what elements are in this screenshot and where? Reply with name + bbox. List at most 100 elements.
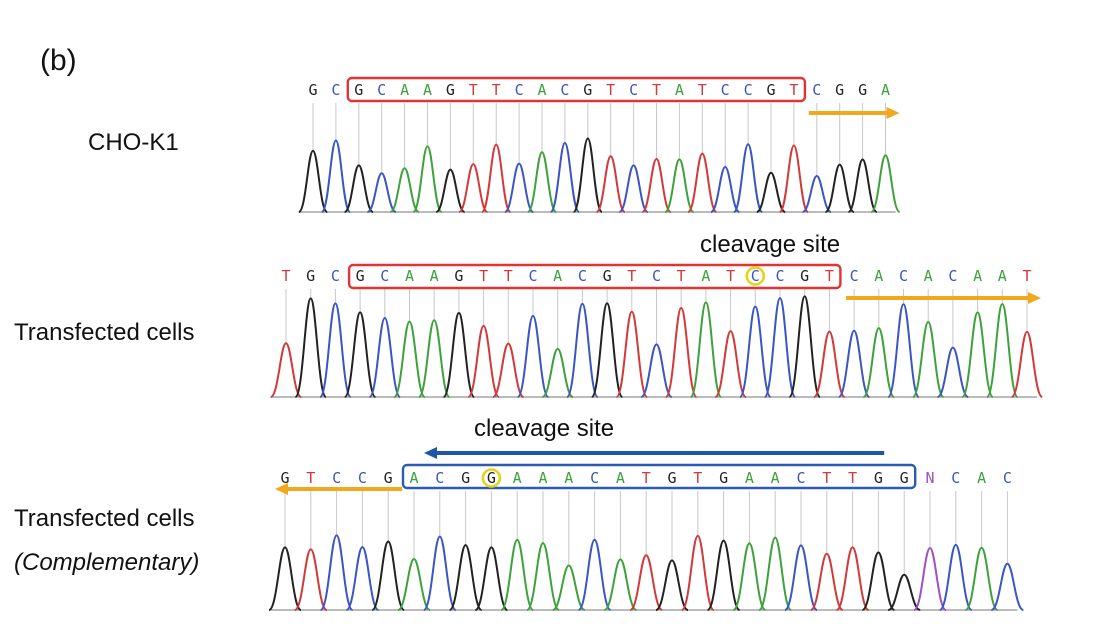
trace-curves xyxy=(268,534,1024,611)
base-call-letter: C xyxy=(1003,469,1012,487)
trace-peak xyxy=(847,158,878,213)
track-label-cho-k1: CHO-K1 xyxy=(88,129,179,156)
target-box-group xyxy=(346,76,807,103)
base-call-letter: T xyxy=(652,81,661,99)
base-call-letter: C xyxy=(578,267,587,285)
base-call-letter: G xyxy=(835,81,844,99)
trace-peak xyxy=(516,314,550,398)
base-call-letter: C xyxy=(380,267,389,285)
base-call-letter: G xyxy=(461,469,470,487)
trace-peak xyxy=(293,548,328,611)
trace-peak xyxy=(809,552,844,611)
trace-peak xyxy=(345,546,380,611)
trace-peak xyxy=(448,544,483,611)
trace-curves xyxy=(269,295,1044,398)
base-call-letter: A xyxy=(538,469,547,487)
base-call-letter: G xyxy=(719,469,728,487)
base-call-letter: N xyxy=(925,469,934,487)
cut-annotation: cleavage site xyxy=(474,415,614,442)
base-call-letter: A xyxy=(616,469,625,487)
base-call-letter: C xyxy=(435,469,444,487)
trace-peak xyxy=(590,302,624,398)
base-call-letter: T xyxy=(642,469,651,487)
cleavage-site-label: cleavage site xyxy=(700,231,840,258)
base-call-letter: C xyxy=(515,81,524,99)
base-call-letter: C xyxy=(629,81,638,99)
trace-peak xyxy=(938,543,973,611)
base-call-letter: A xyxy=(675,81,684,99)
base-call-letter: G xyxy=(354,81,363,99)
base-call-letter: C xyxy=(951,469,960,487)
trace-peak xyxy=(422,535,457,611)
base-call-letter: C xyxy=(850,267,859,285)
target-box-group xyxy=(401,463,917,490)
track-label-complementary-sub: (Complementary) xyxy=(14,549,199,576)
trace-peak xyxy=(629,554,664,611)
trace-peak xyxy=(835,546,870,611)
trace-peak xyxy=(763,297,797,398)
trace-peak xyxy=(371,540,406,611)
base-call-letter: G xyxy=(603,267,612,285)
base-call-letter: C xyxy=(744,81,753,99)
base-call-letter: T xyxy=(848,469,857,487)
track-label-transfected: Transfected cells xyxy=(14,319,195,346)
base-call-letter: T xyxy=(492,81,501,99)
base-call-letter: C xyxy=(948,267,957,285)
base-call-letter: C xyxy=(812,81,821,99)
base-call-letter: A xyxy=(553,267,562,285)
trace-peak xyxy=(492,342,525,398)
trace-peak xyxy=(862,327,896,398)
trace-peak xyxy=(739,305,772,398)
base-call-letter: C xyxy=(331,81,340,99)
base-call-letter: G xyxy=(446,81,455,99)
base-call-letter: G xyxy=(900,469,909,487)
trace-peak xyxy=(837,329,871,398)
trace-peak xyxy=(870,154,901,213)
trace-peak xyxy=(714,330,747,398)
base-call-letter: T xyxy=(825,267,834,285)
trace-peak xyxy=(320,139,352,213)
trace-peak xyxy=(458,163,489,213)
base-call-letter: G xyxy=(766,81,775,99)
trace-peak xyxy=(913,547,947,611)
guide-lines xyxy=(312,103,886,176)
trace-peak xyxy=(936,346,970,398)
orange-arrow-group xyxy=(808,107,900,119)
base-call-letter: T xyxy=(479,267,488,285)
trace-peak xyxy=(368,317,402,398)
base-call-letter: C xyxy=(899,267,908,285)
base-call-letter: A xyxy=(924,267,933,285)
base-call-letter: G xyxy=(356,267,365,285)
trace-peak xyxy=(788,295,821,398)
base-call-letter: C xyxy=(775,267,784,285)
trace-peak xyxy=(990,562,1024,611)
trace-peak xyxy=(397,557,431,611)
trace-peak xyxy=(541,347,574,398)
trace-peak xyxy=(319,302,352,398)
base-call-letter: C xyxy=(751,267,760,285)
trace-peak xyxy=(549,141,581,213)
base-call-letter: T xyxy=(627,267,636,285)
trace-peak xyxy=(986,303,1019,398)
trace-peak xyxy=(655,559,689,611)
base-call-letter: G xyxy=(858,81,867,99)
trace-peak xyxy=(294,297,327,398)
pam-arrow-right-head xyxy=(886,107,900,119)
base-call-letter: G xyxy=(384,469,393,487)
orange-arrow-group xyxy=(846,292,1041,304)
trace-peak xyxy=(343,164,374,213)
base-call-letter: A xyxy=(537,81,546,99)
base-call-letter: T xyxy=(726,267,735,285)
base-call-letter: C xyxy=(528,267,537,285)
base-call-letter: A xyxy=(400,81,409,99)
trace-peak xyxy=(640,343,673,398)
base-call-letter: A xyxy=(513,469,522,487)
trace-peak xyxy=(268,546,302,611)
base-call-letter: C xyxy=(332,469,341,487)
trace-peak xyxy=(615,310,649,398)
orange-arrow-group xyxy=(275,483,403,495)
trace-peak xyxy=(526,542,560,611)
trace-peak xyxy=(664,307,698,398)
